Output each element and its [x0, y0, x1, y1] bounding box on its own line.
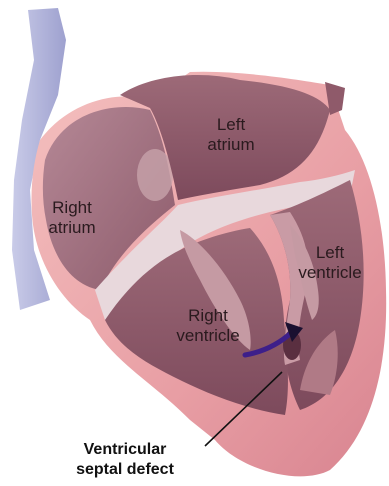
label-left-ventricle-line2: ventricle [280, 263, 380, 283]
label-left-ventricle-line1: Left [280, 243, 380, 263]
label-right-atrium-line1: Right [32, 198, 112, 218]
label-ventricular-septal-defect: Ventricular septal defect [50, 440, 200, 480]
label-defect-line2: septal defect [50, 460, 200, 480]
label-left-ventricle: Left ventricle [280, 243, 380, 283]
label-right-ventricle-line2: ventricle [158, 326, 258, 346]
label-left-atrium: Left atrium [196, 115, 266, 155]
label-left-atrium-line2: atrium [196, 135, 266, 155]
label-left-atrium-line1: Left [196, 115, 266, 135]
right-atrium-opening [137, 149, 173, 201]
label-right-ventricle-line1: Right [158, 306, 258, 326]
label-right-atrium: Right atrium [32, 198, 112, 238]
label-defect-line1: Ventricular [50, 440, 200, 460]
label-right-atrium-line2: atrium [32, 218, 112, 238]
label-right-ventricle: Right ventricle [158, 306, 258, 346]
